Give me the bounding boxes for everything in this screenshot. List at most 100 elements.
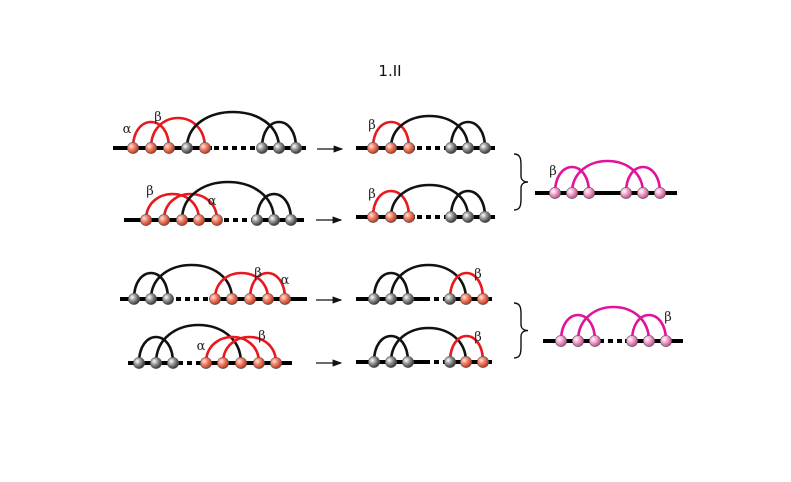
figure-10-arc-1 bbox=[559, 313, 597, 342]
figure-7-node-3 bbox=[167, 357, 179, 369]
figure-10-label-beta: β bbox=[664, 310, 672, 325]
figure-3-arc-3 bbox=[180, 180, 276, 221]
figure-2-node-2 bbox=[385, 142, 397, 154]
figure-10-arc-3 bbox=[630, 313, 668, 342]
figure-7-arc-4 bbox=[221, 335, 278, 364]
figure-9-node-1 bbox=[549, 187, 561, 199]
figure-3-arc-2 bbox=[162, 192, 219, 221]
figure-2-node-3 bbox=[403, 142, 415, 154]
figure-5-label-beta: β bbox=[254, 266, 262, 281]
figure-9-label-beta: β bbox=[549, 164, 557, 179]
figure-9-arc-2 bbox=[570, 159, 645, 194]
figure-8-node-3 bbox=[402, 356, 414, 368]
figure-10-node-6 bbox=[660, 335, 672, 347]
figure-8-node-1 bbox=[368, 356, 380, 368]
figure-5-node-5 bbox=[226, 293, 238, 305]
figure-6-node-4 bbox=[444, 293, 456, 305]
figure-8-arc-1 bbox=[372, 334, 410, 363]
figure-6-node-2 bbox=[385, 293, 397, 305]
figure-3-arc-4 bbox=[255, 192, 293, 221]
figure-7-node-8 bbox=[270, 357, 282, 369]
figure-7-node-4 bbox=[200, 357, 212, 369]
brace-2 bbox=[513, 302, 529, 359]
figure-8-arc-3 bbox=[448, 334, 485, 363]
figure-2-node-1 bbox=[367, 142, 379, 154]
figure-1-node-8 bbox=[290, 142, 302, 154]
figure-5-arc-1 bbox=[132, 271, 170, 300]
figure-1-node-5 bbox=[199, 142, 211, 154]
figure-4-node-1 bbox=[367, 211, 379, 223]
figure-9-arc-1 bbox=[553, 165, 591, 194]
figure-7-node-2 bbox=[150, 357, 162, 369]
figure-5-node-1 bbox=[128, 293, 140, 305]
figure-6-arc-1 bbox=[372, 271, 410, 300]
figure-1-node-6 bbox=[256, 142, 268, 154]
figure-9-node-5 bbox=[637, 187, 649, 199]
figure-10-node-1 bbox=[555, 335, 567, 347]
figure-6-arc-3 bbox=[448, 271, 485, 300]
figure-1-node-2 bbox=[145, 142, 157, 154]
figure-3-arc-1 bbox=[144, 192, 201, 221]
figure-8-arc-2 bbox=[389, 326, 468, 363]
figure-3-node-4 bbox=[193, 214, 205, 226]
figure-3-node-1 bbox=[140, 214, 152, 226]
figure-3-node-3 bbox=[176, 214, 188, 226]
figure-6-label-beta: β bbox=[474, 267, 482, 282]
brace-1 bbox=[513, 153, 529, 211]
figure-7-node-1 bbox=[133, 357, 145, 369]
figure-6-node-6 bbox=[477, 293, 489, 305]
figure-9-node-4 bbox=[620, 187, 632, 199]
figure-9-node-6 bbox=[654, 187, 666, 199]
figure-3-label-beta: β bbox=[146, 184, 154, 199]
figure-8-label-beta: β bbox=[474, 330, 482, 345]
figure-6-arc-2 bbox=[389, 263, 468, 300]
figure-7-label-beta: β bbox=[258, 329, 266, 344]
figure-10-node-3 bbox=[589, 335, 601, 347]
figure-1-node-3 bbox=[163, 142, 175, 154]
figure-5-node-2 bbox=[145, 293, 157, 305]
figure-1-node-4 bbox=[181, 142, 193, 154]
figure-2-arc-1 bbox=[371, 120, 411, 149]
figure-2-node-6 bbox=[479, 142, 491, 154]
figure-3-node-7 bbox=[268, 214, 280, 226]
figure-4-label-beta: β bbox=[368, 187, 376, 202]
figure-7-node-5 bbox=[217, 357, 229, 369]
figure-4-node-2 bbox=[385, 211, 397, 223]
figure-2-node-4 bbox=[445, 142, 457, 154]
figure-4-arc-3 bbox=[449, 189, 487, 218]
figure-10-arc-2 bbox=[576, 305, 651, 342]
figure-6-node-3 bbox=[402, 293, 414, 305]
figure-1-label-beta: β bbox=[154, 110, 162, 125]
figure-1-node-7 bbox=[273, 142, 285, 154]
figure-8-node-2 bbox=[385, 356, 397, 368]
figure-3-node-2 bbox=[158, 214, 170, 226]
figure-3-node-8 bbox=[285, 214, 297, 226]
figure-9-arc-3 bbox=[624, 165, 662, 194]
figure-8-node-5 bbox=[460, 356, 472, 368]
figure-1-arc-4 bbox=[260, 120, 298, 149]
figure-1-arc-3 bbox=[185, 110, 281, 149]
figure-4-arc-2 bbox=[389, 183, 470, 218]
figure-4-node-3 bbox=[403, 211, 415, 223]
figure-4-node-4 bbox=[445, 211, 457, 223]
figure-1-label-alpha: α bbox=[123, 122, 132, 137]
figure-4-node-5 bbox=[462, 211, 474, 223]
figure-6-node-1 bbox=[368, 293, 380, 305]
figure-8-node-6 bbox=[477, 356, 489, 368]
figure-5-arc-3 bbox=[213, 271, 270, 300]
figure-4-arc-1 bbox=[371, 189, 411, 218]
figure-5-label-alpha: α bbox=[281, 273, 290, 288]
figure-3-label-alpha: α bbox=[208, 194, 217, 209]
figure-10-node-2 bbox=[572, 335, 584, 347]
figure-7-arc-3 bbox=[204, 335, 261, 364]
figure-7-label-alpha: α bbox=[197, 339, 206, 354]
figure-9-node-3 bbox=[583, 187, 595, 199]
figure-5-node-8 bbox=[279, 293, 291, 305]
figure-6-node-5 bbox=[460, 293, 472, 305]
figure-7-node-7 bbox=[253, 357, 265, 369]
figure-7-arc-2 bbox=[154, 323, 243, 364]
figure-5-arc-2 bbox=[149, 263, 234, 300]
figure-2-arc-2 bbox=[389, 114, 470, 149]
figure-7-node-6 bbox=[235, 357, 247, 369]
figure-4-node-6 bbox=[479, 211, 491, 223]
